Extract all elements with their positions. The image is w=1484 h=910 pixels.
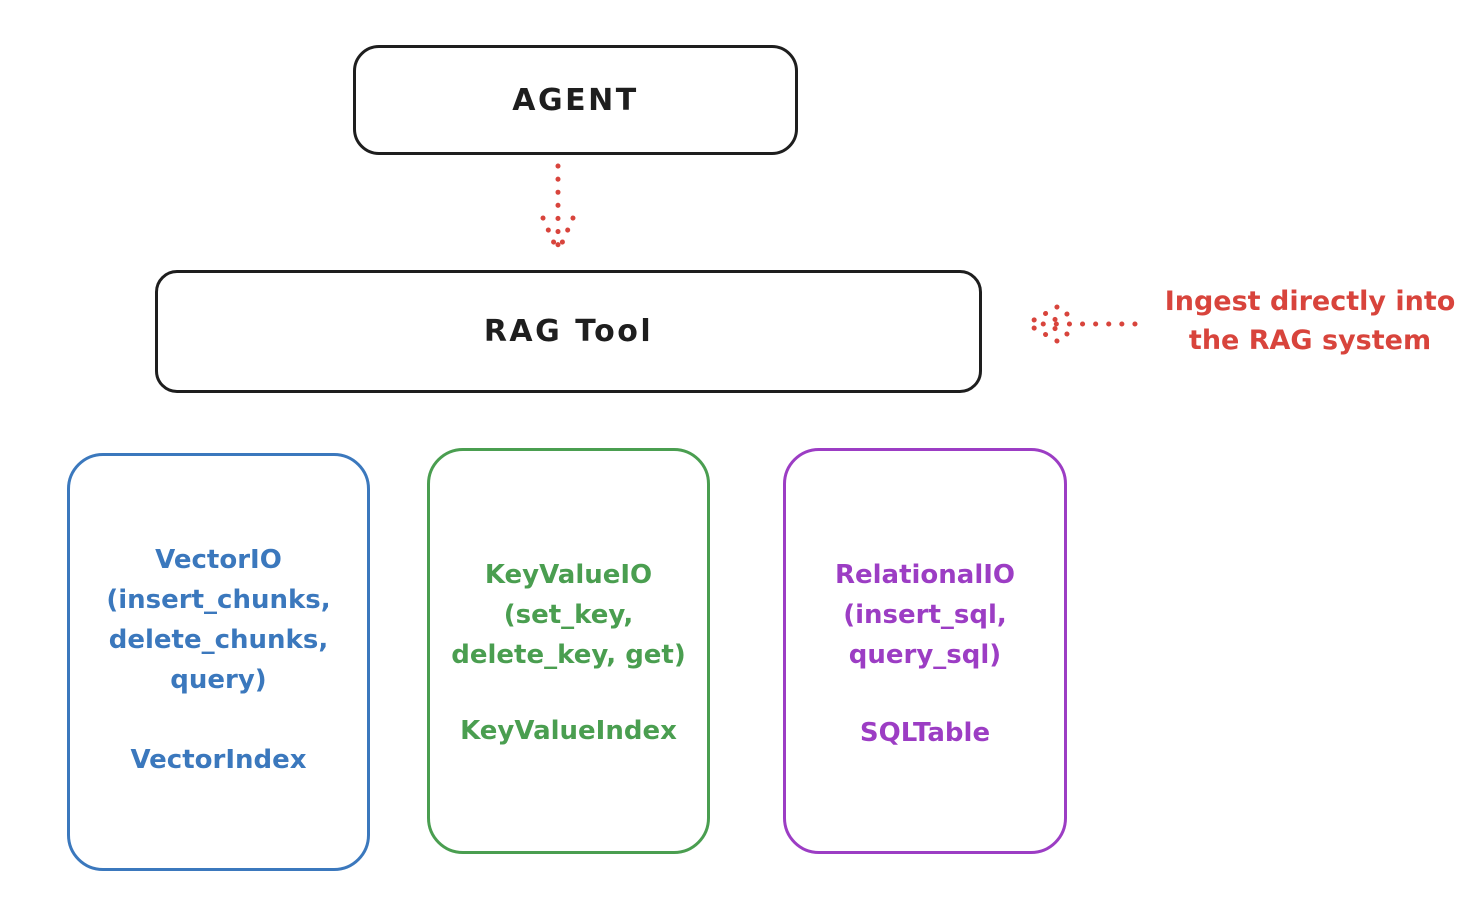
node-keyvalue-io: KeyValueIO (set_key, delete_key, get) Ke… (427, 448, 710, 854)
vector-io-line: delete_chunks, (108, 625, 329, 655)
node-rag-tool: RAG Tool (155, 270, 982, 393)
vector-index-label: VectorIndex (130, 745, 307, 775)
keyvalue-io-line: delete_key, get) (451, 640, 686, 670)
node-rag-tool-label: RAG Tool (483, 314, 654, 349)
vector-io-line: query) (170, 665, 267, 695)
relational-io-line: RelationalIO (834, 560, 1016, 590)
node-relational-io: RelationalIO (insert_sql, query_sql) SQL… (783, 448, 1067, 854)
vector-io-line: VectorIO (155, 545, 282, 575)
relational-io-line: (insert_sql, (843, 600, 1007, 630)
relational-io-line: query_sql) (848, 640, 1002, 670)
keyvalue-io-line: (set_key, (503, 600, 634, 630)
vector-io-line: (insert_chunks, (106, 585, 331, 615)
dotted-arrow-left-icon (1024, 304, 1138, 344)
relational-index-label: SQLTable (859, 718, 991, 748)
annotation-line-2: the RAG system (1188, 325, 1432, 356)
node-vector-io: VectorIO (insert_chunks, delete_chunks, … (67, 453, 370, 871)
node-agent: AGENT (353, 45, 798, 155)
annotation-ingest: Ingest directly into the RAG system (1138, 282, 1482, 360)
node-agent-label: AGENT (512, 82, 639, 118)
dotted-arrow-down-icon (540, 163, 576, 255)
keyvalue-index-label: KeyValueIndex (460, 716, 677, 746)
annotation-line-1: Ingest directly into (1164, 286, 1456, 317)
keyvalue-io-line: KeyValueIO (484, 560, 653, 590)
